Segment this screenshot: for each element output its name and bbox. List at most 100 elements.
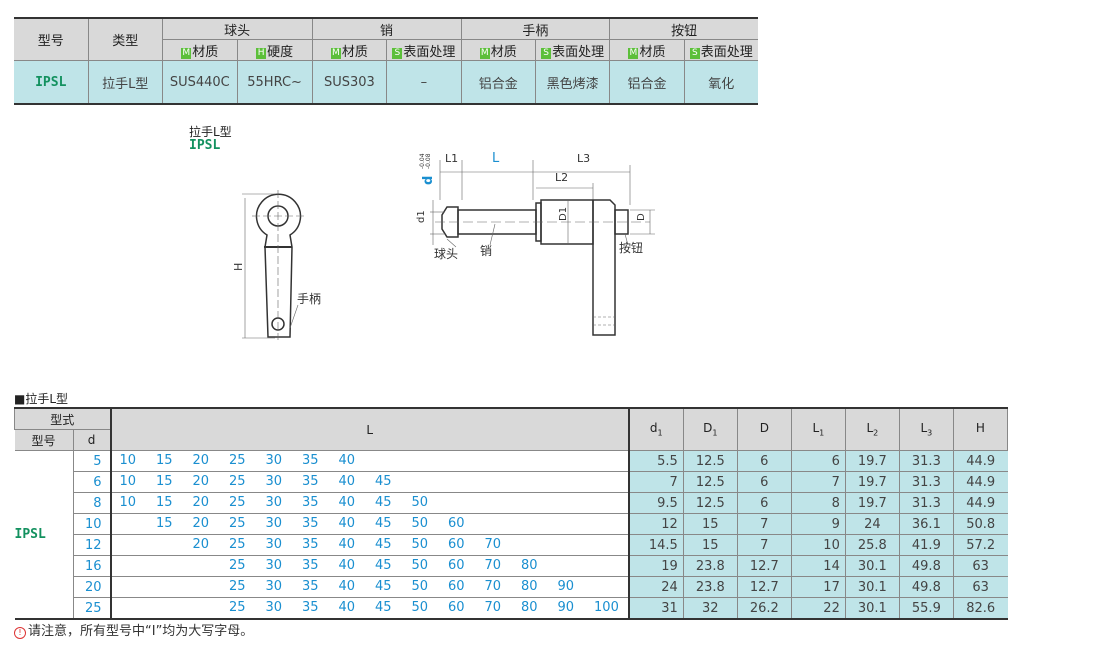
- dim-value: 49.8: [898, 555, 954, 577]
- spec-value: 氧化: [683, 60, 758, 105]
- col-subscript: 1: [819, 428, 825, 438]
- l-value: 50: [411, 516, 429, 531]
- l-value: 35: [302, 579, 319, 594]
- d-value: 5: [72, 450, 111, 472]
- dim-value: 10: [790, 534, 846, 556]
- l-value: 20: [192, 495, 210, 510]
- dim-value: 50.8: [952, 513, 1008, 535]
- header-ball: 球头: [161, 17, 313, 40]
- l-value: 40: [338, 558, 356, 573]
- l-value: 40: [338, 453, 356, 468]
- badge-m-icon: M: [479, 47, 490, 59]
- dim-value: 7: [790, 471, 846, 493]
- l-value: 15: [156, 474, 173, 489]
- dim-value: 15: [682, 513, 738, 535]
- col-subscript: 2: [873, 428, 879, 438]
- header-col-L3: L3: [898, 407, 954, 451]
- dim-value: 31.3: [898, 450, 954, 472]
- dim-value: 24: [628, 576, 684, 598]
- l-value: 45: [375, 516, 392, 531]
- header-pin: 销: [311, 17, 462, 40]
- subheader-label: 材质: [490, 44, 517, 60]
- dim-value: 44.9: [952, 450, 1008, 472]
- dim-value: 63: [952, 576, 1008, 598]
- col-symbol: L: [920, 421, 928, 436]
- l-value: 25: [229, 600, 246, 615]
- dim-value: 6: [736, 471, 792, 493]
- warning-icon: !: [14, 627, 26, 639]
- dim-D1: D1: [558, 207, 569, 221]
- front-view-drawing: H 手柄: [232, 190, 321, 340]
- dim-value: 14.5: [628, 534, 684, 556]
- dim-value: 63: [952, 555, 1008, 577]
- col-symbol: D: [759, 421, 769, 436]
- dim-value: 49.8: [898, 576, 954, 598]
- dim-value: 26.2: [736, 597, 792, 620]
- spec-value: 55HRC~: [236, 60, 313, 105]
- l-value: 30: [265, 495, 283, 510]
- badge-m-icon: M: [628, 47, 639, 59]
- spec-value: 铝合金: [460, 60, 536, 105]
- l-value: 35: [302, 558, 319, 573]
- dim-value: 31: [628, 597, 684, 620]
- d-value: 10: [72, 513, 111, 535]
- dim-value: 12: [628, 513, 684, 535]
- header-L: L: [109, 407, 630, 451]
- l-value: 20: [192, 474, 210, 489]
- l-value: 70: [484, 579, 502, 594]
- model-code: IPSL: [14, 60, 89, 105]
- l-value: 70: [484, 558, 502, 573]
- badge-s-icon: S: [541, 47, 552, 59]
- dim-value: 25.8: [844, 534, 900, 556]
- l-value: 30: [265, 516, 283, 531]
- l-value: 40: [338, 516, 356, 531]
- ball-label: 球头: [434, 247, 458, 261]
- pin-label: 销: [480, 244, 492, 258]
- dim-value: 41.9: [898, 534, 954, 556]
- l-value: 15: [156, 495, 173, 510]
- drawing-model: IPSL: [189, 138, 221, 153]
- dim-value: 5.5: [628, 450, 684, 472]
- section-title-text: 拉手L型: [25, 392, 69, 406]
- header-button: 按钮: [609, 17, 758, 40]
- header-d: d: [72, 429, 112, 451]
- dim-value: 17: [790, 576, 846, 598]
- dim-value: 30.1: [844, 555, 900, 577]
- header-col-D1: D1: [682, 407, 738, 451]
- l-value: 100: [594, 600, 619, 615]
- l-value: 45: [375, 600, 392, 615]
- dim-value: 55.9: [898, 597, 954, 620]
- dim-value: 14: [790, 555, 846, 577]
- subheader-label: 表面处理: [552, 44, 605, 60]
- badge-s-icon: S: [689, 47, 700, 59]
- dim-H: H: [232, 263, 245, 271]
- header-model: 型号: [14, 429, 74, 451]
- dim-value: 8: [790, 492, 846, 514]
- dim-value: 44.9: [952, 471, 1008, 493]
- header-handle: 手柄: [460, 17, 611, 40]
- header-form: 型式: [13, 407, 112, 430]
- l-value: 35: [302, 516, 319, 531]
- dim-L: L: [492, 151, 500, 166]
- l-value: 10: [119, 453, 137, 468]
- badge-m-icon: M: [181, 47, 192, 59]
- dim-L3: L3: [577, 152, 590, 165]
- dim-value: 31.3: [898, 471, 954, 493]
- l-value: 25: [229, 579, 246, 594]
- dim-value: 30.1: [844, 576, 900, 598]
- l-value: 35: [302, 495, 319, 510]
- d-value: 6: [72, 471, 111, 493]
- l-value: 80: [521, 579, 538, 594]
- col-subscript: 3: [927, 428, 933, 438]
